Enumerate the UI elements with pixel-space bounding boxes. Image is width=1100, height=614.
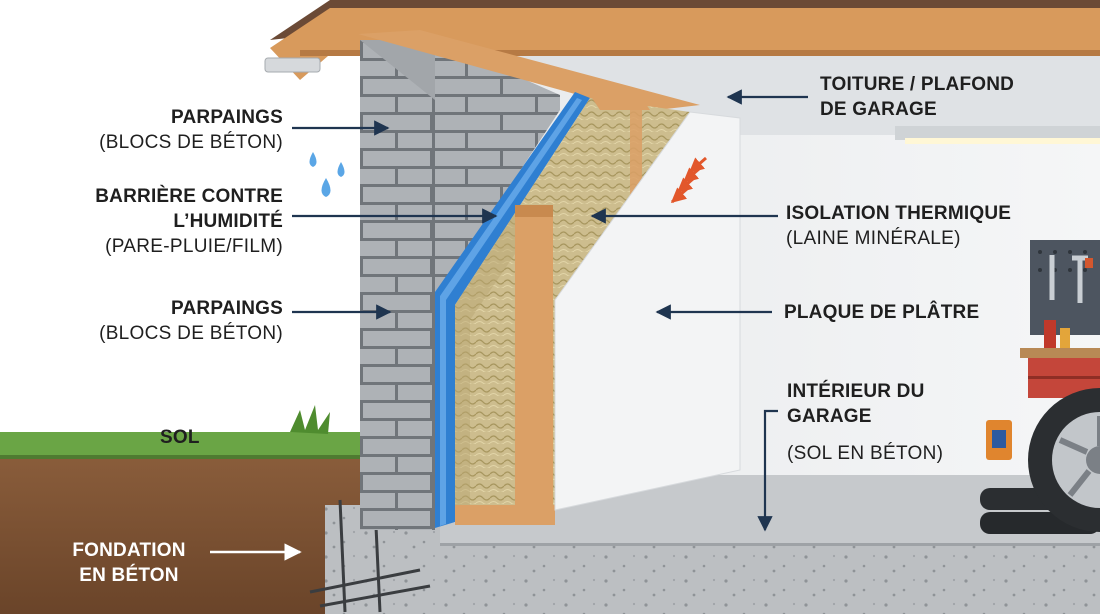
- label-toiture-line2: DE GARAGE: [820, 99, 937, 120]
- water-droplets-icon: [309, 152, 345, 197]
- drywall: [554, 111, 741, 511]
- label-interieur-sub: (SOL EN BÉTON): [787, 443, 944, 464]
- block-wall-upper: [435, 40, 560, 300]
- label-sol-text: SOL: [160, 427, 200, 448]
- label-parpaings-bottom: PARPAINGS (BLOCS DE BÉTON): [99, 296, 283, 346]
- label-isolation-sub: (LAINE MINÉRALE): [786, 228, 961, 249]
- mineral-wool-insulation: [455, 98, 690, 522]
- tire: [980, 388, 1100, 534]
- label-interieur-line1: INTÉRIEUR DU: [787, 381, 925, 402]
- label-toiture: TOITURE / PLAFOND DE GARAGE: [820, 72, 1014, 122]
- leader-arrows: [292, 89, 808, 532]
- label-barriere-line1: BARRIÈRE CONTRE: [95, 186, 283, 207]
- garage-ceiling: [480, 55, 1100, 135]
- label-plaque: PLAQUE DE PLÂTRE: [784, 300, 979, 325]
- label-fondation: FONDATION EN BÉTON: [58, 538, 200, 588]
- moisture-barrier: [435, 92, 590, 528]
- grass-strip: [0, 432, 365, 458]
- concrete-slab-edge: [440, 545, 1100, 614]
- label-interieur: INTÉRIEUR DU GARAGE (SOL EN BÉTON): [787, 379, 943, 466]
- grass-tuft: [290, 405, 330, 434]
- label-plaque-text: PLAQUE DE PLÂTRE: [784, 302, 980, 323]
- label-interieur-line2: GARAGE: [787, 406, 872, 427]
- label-isolation: ISOLATION THERMIQUE (LAINE MINÉRALE): [786, 201, 1011, 251]
- timber-bottom-plate: [455, 505, 555, 525]
- workbench: [1020, 348, 1100, 358]
- roof-rafter: [270, 8, 1100, 80]
- label-parpaings-top: PARPAINGS (BLOCS DE BÉTON): [99, 105, 283, 155]
- label-barriere-line2: L’HUMIDITÉ: [173, 211, 283, 232]
- rebar: [309, 499, 431, 613]
- heat-flow-arrows-icon: [670, 156, 707, 204]
- concrete-block-wall: [360, 40, 435, 530]
- label-parpaings-top-title: PARPAINGS: [171, 107, 283, 128]
- concrete-foundation: [325, 505, 440, 614]
- label-barriere: BARRIÈRE CONTRE L’HUMIDITÉ (PARE-PLUIE/F…: [95, 184, 283, 259]
- timber-top-plate: [358, 30, 700, 112]
- concrete-slab-top: [440, 475, 1100, 545]
- tool-pegboard: [1030, 240, 1100, 335]
- label-parpaings-bottom-sub: (BLOCS DE BÉTON): [99, 323, 283, 344]
- label-barriere-sub: (PARE-PLUIE/FILM): [105, 236, 283, 257]
- label-fondation-line2: EN BÉTON: [79, 565, 179, 586]
- label-isolation-title: ISOLATION THERMIQUE: [786, 203, 1012, 224]
- timber-stud: [515, 205, 553, 505]
- label-sol: SOL: [160, 425, 200, 450]
- arrow-interieur: [757, 409, 778, 532]
- soil: [0, 455, 365, 614]
- label-toiture-line1: TOITURE / PLAFOND: [820, 74, 1015, 95]
- label-parpaings-top-sub: (BLOCS DE BÉTON): [99, 132, 283, 153]
- ceiling-light: [895, 126, 1100, 140]
- label-parpaings-bottom-title: PARPAINGS: [171, 298, 283, 319]
- gutter: [264, 57, 321, 73]
- label-fondation-line1: FONDATION: [72, 540, 186, 561]
